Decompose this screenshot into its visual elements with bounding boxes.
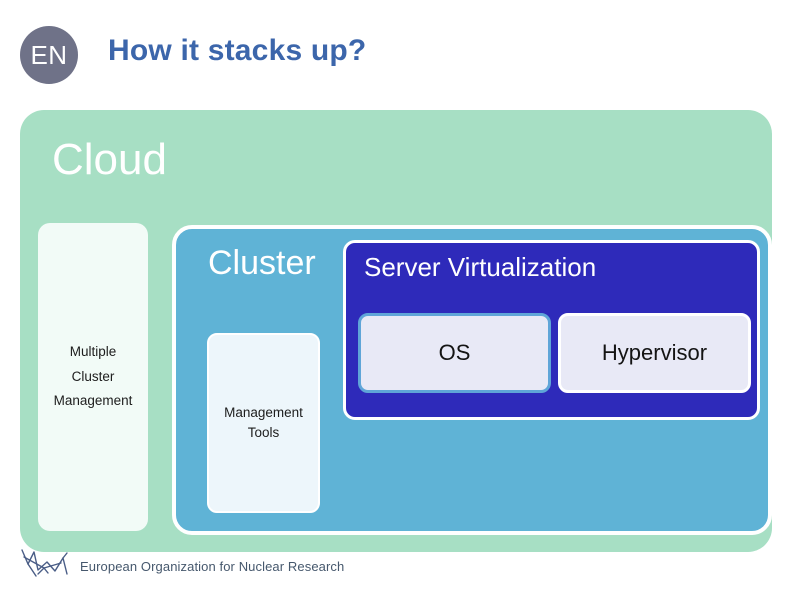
management-tools-label: Management Tools [224, 404, 303, 440]
hypervisor-label: Hypervisor [601, 340, 708, 365]
cluster-layer-box: Cluster Management Tools Server Virtuali… [172, 225, 772, 535]
os-label: OS [438, 340, 471, 365]
multiple-cluster-management-label: Multiple Cluster Management [53, 343, 133, 409]
slide-header: EN How it stacks up? [0, 0, 794, 100]
cern-sketch-logo-icon [21, 549, 68, 577]
hypervisor-box: Hypervisor [558, 313, 751, 393]
os-box: OS [358, 313, 551, 393]
logo-badge-text: EN [30, 39, 68, 70]
server-virtualization-label: Server Virtualization [364, 252, 597, 282]
cloud-layer-label: Cloud [52, 135, 167, 184]
multiple-cluster-management-box: Multiple Cluster Management [38, 223, 148, 531]
footer-organization-text: European Organization for Nuclear Resear… [80, 559, 345, 574]
management-tools-box: Management Tools [207, 333, 320, 513]
cloud-layer-box: Cloud Multiple Cluster Management Cluste… [20, 110, 772, 552]
server-virtualization-box: Server Virtualization OS Hypervisor [343, 240, 760, 420]
page-title: How it stacks up? [108, 34, 367, 67]
organization-logo-badge: EN [20, 26, 78, 84]
cluster-layer-label: Cluster [208, 244, 316, 282]
slide-footer: European Organization for Nuclear Resear… [0, 549, 794, 595]
